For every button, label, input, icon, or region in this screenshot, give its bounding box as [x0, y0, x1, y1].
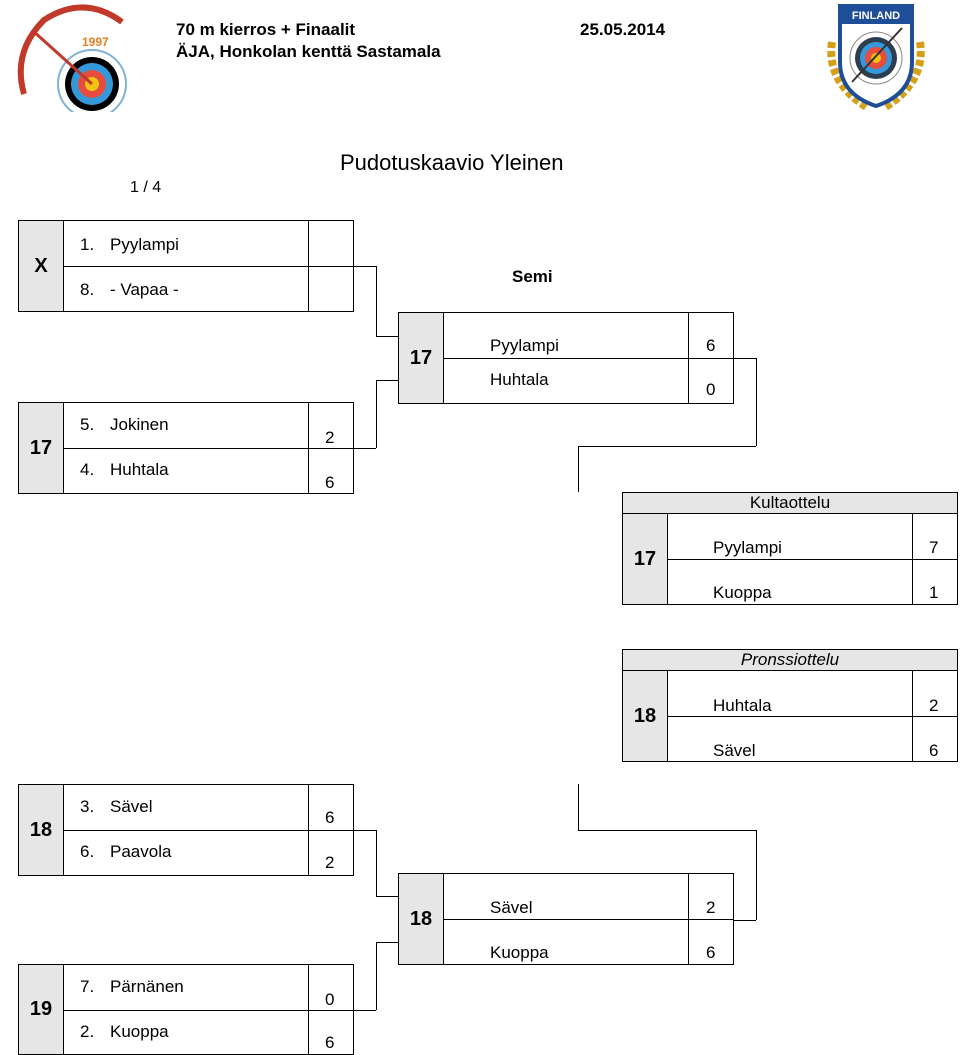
event-venue: ÄJA, Honkolan kenttä Sastamala [176, 42, 441, 61]
score-q2-b: 6 [325, 473, 335, 492]
logo-country: FINLAND [852, 10, 900, 22]
bronze-label: Pronssiottelu [740, 650, 840, 669]
name-q2-b: Huhtala [110, 460, 169, 479]
name-q3-a: Sävel [110, 797, 153, 816]
score-q3-a: 6 [325, 808, 335, 827]
score-bronze-b: 6 [929, 741, 939, 760]
target-s1: 17 [398, 312, 444, 404]
name-q4-a: Pärnänen [110, 977, 184, 996]
target-s2: 18 [398, 873, 444, 965]
score-q2-a: 2 [325, 428, 335, 447]
logo-year: 1997 [82, 35, 109, 49]
name-s1-a: Pyylampi [490, 336, 559, 355]
target-q4: 19 [18, 964, 64, 1055]
round-label: 1 / 4 [130, 179, 162, 196]
name-gold-b: Kuoppa [713, 583, 772, 602]
semi-label: Semi [512, 267, 553, 286]
rank-q1-a: 1. [80, 235, 95, 254]
target-q3: 18 [18, 784, 64, 876]
name-gold-a: Pyylampi [713, 538, 782, 557]
name-s2-b: Kuoppa [490, 943, 549, 962]
rank-q3-b: 6. [80, 842, 95, 861]
rank-q4-a: 7. [80, 977, 95, 996]
score-q4-b: 6 [325, 1033, 335, 1052]
rank-q1-b: 8. [80, 280, 95, 299]
score-gold-a: 7 [929, 538, 939, 557]
target-q2: 17 [18, 402, 64, 494]
event-title: 70 m kierros + Finaalit [176, 20, 356, 39]
gold-label: Kultaottelu [749, 493, 831, 512]
score-s2-a: 2 [706, 898, 716, 917]
score-s1-a: 6 [706, 336, 716, 355]
club-logo: 1997 [4, 2, 132, 119]
score-s2-b: 6 [706, 943, 716, 962]
target-q1: X [18, 220, 64, 312]
score-gold-b: 1 [929, 583, 939, 602]
name-q4-b: Kuoppa [110, 1022, 169, 1041]
name-bronze-a: Huhtala [713, 696, 772, 715]
rank-q3-a: 3. [80, 797, 95, 816]
name-q2-a: Jokinen [110, 415, 169, 434]
score-bronze-a: 2 [929, 696, 939, 715]
federation-logo: FINLAND [816, 2, 936, 114]
rank-q4-b: 2. [80, 1022, 95, 1041]
score-s1-b: 0 [706, 380, 716, 399]
name-q3-b: Paavola [110, 842, 172, 861]
bracket-title: Pudotuskaavio Yleinen [340, 150, 564, 175]
name-q1-b: - Vapaa - [110, 280, 179, 299]
name-s1-b: Huhtala [490, 370, 549, 389]
score-q3-b: 2 [325, 853, 335, 872]
target-bronze: 18 [622, 670, 668, 762]
target-gold: 17 [622, 513, 668, 605]
name-bronze-b: Sävel [713, 741, 756, 760]
rank-q2-a: 5. [80, 415, 95, 434]
rank-q2-b: 4. [80, 460, 95, 479]
score-q4-a: 0 [325, 990, 335, 1009]
name-q1-a: Pyylampi [110, 235, 179, 254]
name-s2-a: Sävel [490, 898, 533, 917]
event-date: 25.05.2014 [580, 20, 666, 39]
